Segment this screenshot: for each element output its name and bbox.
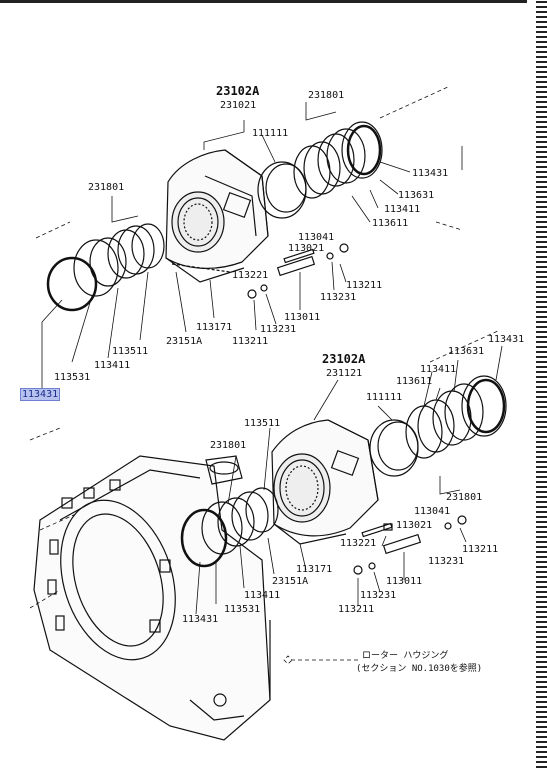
lower-part-113531: 113531 [224,604,261,615]
selected-part-113431[interactable]: 113431 [20,388,61,401]
upper-leaders [35,85,463,390]
lower-part-113021: 113021 [396,520,433,531]
lower-rings-left-group: 231801 [210,440,247,451]
lower-housing-sub: 231121 [326,368,363,379]
lower-part-111111: 111111 [366,392,403,403]
lower-part-113231-bottom: 113231 [360,590,397,601]
upper-part-23151A: 23151A [166,336,203,347]
lower-part-23151A: 23151A [272,576,309,587]
lower-part-113631: 113631 [448,346,485,357]
lower-part-113431-bottom: 113431 [182,614,219,625]
upper-right-rings [257,121,383,219]
upper-part-113171: 113171 [196,322,233,333]
upper-rings-right-group: 231801 [308,90,345,101]
lower-left-rings [180,487,279,568]
lower-part-113411-bottom: 113411 [244,590,281,601]
upper-housing-code: 23102A [216,84,260,98]
upper-part-113431-right: 113431 [412,168,449,179]
upper-part-113411-right: 113411 [384,204,421,215]
lower-part-113431-top: 113431 [488,334,525,345]
upper-rings-left-group: 231801 [88,182,125,193]
lower-part-113411: 113411 [420,364,457,375]
lower-part-113011: 113011 [386,576,423,587]
upper-part-113011: 113011 [284,312,321,323]
upper-small-parts [247,243,349,299]
lower-small-parts [353,515,467,575]
upper-left-rings [46,223,165,312]
lower-part-113231-right: 113231 [428,556,465,567]
upper-part-113021: 113021 [288,243,325,254]
note-line-2: (セクション NO.1030を参照) [356,664,483,674]
upper-housing-sub: 231021 [220,100,257,111]
lower-part-113171: 113171 [296,564,333,575]
lower-rings-group: 231801 [446,492,483,503]
upper-part-113631: 113631 [398,190,435,201]
lower-part-113511: 113511 [244,418,281,429]
lower-part-113221: 113221 [340,538,377,549]
upper-housing [165,149,269,283]
upper-part-113211-right: 113211 [346,280,383,291]
upper-part-113041: 113041 [298,232,335,243]
lower-housing [271,419,379,545]
upper-part-113231-right: 113231 [320,292,357,303]
lower-part-113211-right: 113211 [462,544,499,555]
lower-housing-code: 23102A [322,352,366,366]
binding-edge [536,0,547,768]
upper-part-113211-bottom: 113211 [232,336,269,347]
note-line-1: ローター ハウジング [362,651,449,661]
lower-part-113041: 113041 [414,506,451,517]
lower-leaders [29,329,503,665]
top-border [0,0,527,3]
upper-part-113221: 113221 [232,270,269,281]
lower-right-rings [369,375,507,477]
upper-part-113611: 113611 [372,218,409,229]
upper-part-113531: 113531 [54,372,91,383]
upper-part-113511: 113511 [112,346,149,357]
upper-part-113411-left: 113411 [94,360,131,371]
engine-block [33,455,271,741]
lower-part-113211-bottom: 113211 [338,604,375,615]
lower-part-113611: 113611 [396,376,433,387]
upper-part-111111: 111111 [252,128,289,139]
upper-part-113231-bottom: 113231 [260,324,297,335]
